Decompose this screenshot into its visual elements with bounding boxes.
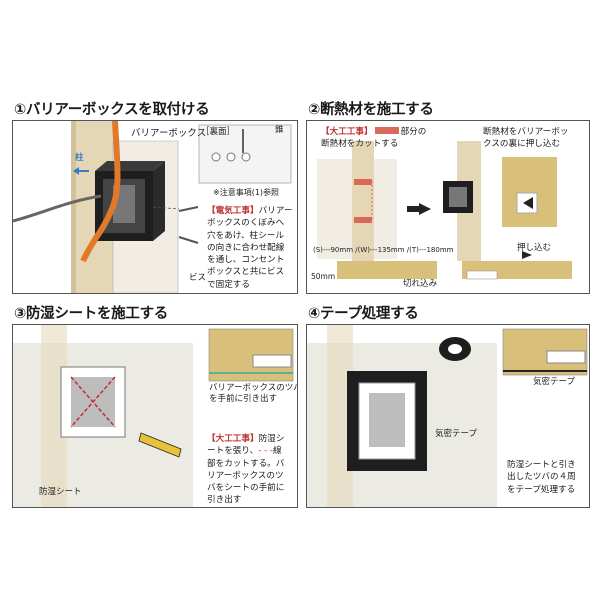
hatch-area [354,179,372,185]
step4-note: 防湿シートと引き 出したツバの４周 をテープ処理する [507,460,576,495]
arrow-right-icon [419,203,431,215]
arrow-left-icon [523,197,533,209]
step1-illustration [13,121,292,293]
step4-illustration [307,325,588,507]
cutter-icon [138,432,182,458]
arrow-left-icon [73,167,79,175]
arrow-right-icon [522,251,532,259]
note-tag: 【電気工事】 [207,206,259,216]
step1-note: 【電気工事】バリアー ボックスのくぼみへ 穴をあけ、柱シール の向きに合わせ配線… [207,206,293,290]
step2-illustration [317,141,572,280]
dashed-line-icon: - - - [258,446,274,457]
screw [178,206,199,212]
ref-label: ※注意事項(1)参照 [213,188,280,197]
cable [13,194,102,223]
step1-title: ①バリアーボックスを取付ける [14,102,210,118]
step3-title: ③防湿シートを施工する [14,306,168,322]
dims-label: (S)---90mm /(W)---135mm /(T)---180mm [313,246,454,254]
flange-note: バリアーボックスのツバ を手前に引き出す [209,383,298,404]
sheet-label: 防湿シート [39,487,82,497]
step2-panel: 【大工工事】部分の 断熱材をカットする 断熱材をバリアーボッ クスの裏に押し込む… [306,120,590,294]
step3-illustration [13,325,294,507]
step4-panel: 気密テープ 気密テープ 防湿シートと引き 出したツバの４周 をテープ処理する [306,324,590,508]
step2-note2: 断熱材をバリアーボッ クスの裏に押し込む [483,127,569,150]
step3-note: 【大工工事】防湿シ ートを張り、- - -線 部をカットする。バ リアーボックス… [207,434,285,506]
hatch-swatch [374,127,399,134]
step1-panel: バリアーボックス ［裏面］ 錐 ※注意事項(1)参照 柱 ビス 【電気工事】バリ… [12,120,298,294]
awl-label: 錐 [275,125,284,135]
tape-label-2: 気密テープ [435,429,477,439]
orange-conduit [80,121,121,263]
screw-label: ビス [189,273,207,283]
screw [178,236,199,244]
push-label: 押し込む [517,243,552,253]
hatch-area [354,217,372,223]
pillar-label: 柱 [75,153,84,163]
step2-note1: 【大工工事】部分の 断熱材をカットする [321,127,427,150]
box-label: バリアーボックス [131,128,207,139]
dim50-label: 50mm [311,272,336,281]
step4-title: ④テープ処理する [308,306,419,322]
step2-title: ②断熱材を施工する [308,102,434,118]
back-label: ［裏面］ [201,127,236,137]
tape-label-1: 気密テープ [533,377,575,387]
cut-label: 切れ込み [403,279,438,289]
step3-panel: バリアーボックスのツバ を手前に引き出す 【大工工事】防湿シ ートを張り、- -… [12,324,298,508]
